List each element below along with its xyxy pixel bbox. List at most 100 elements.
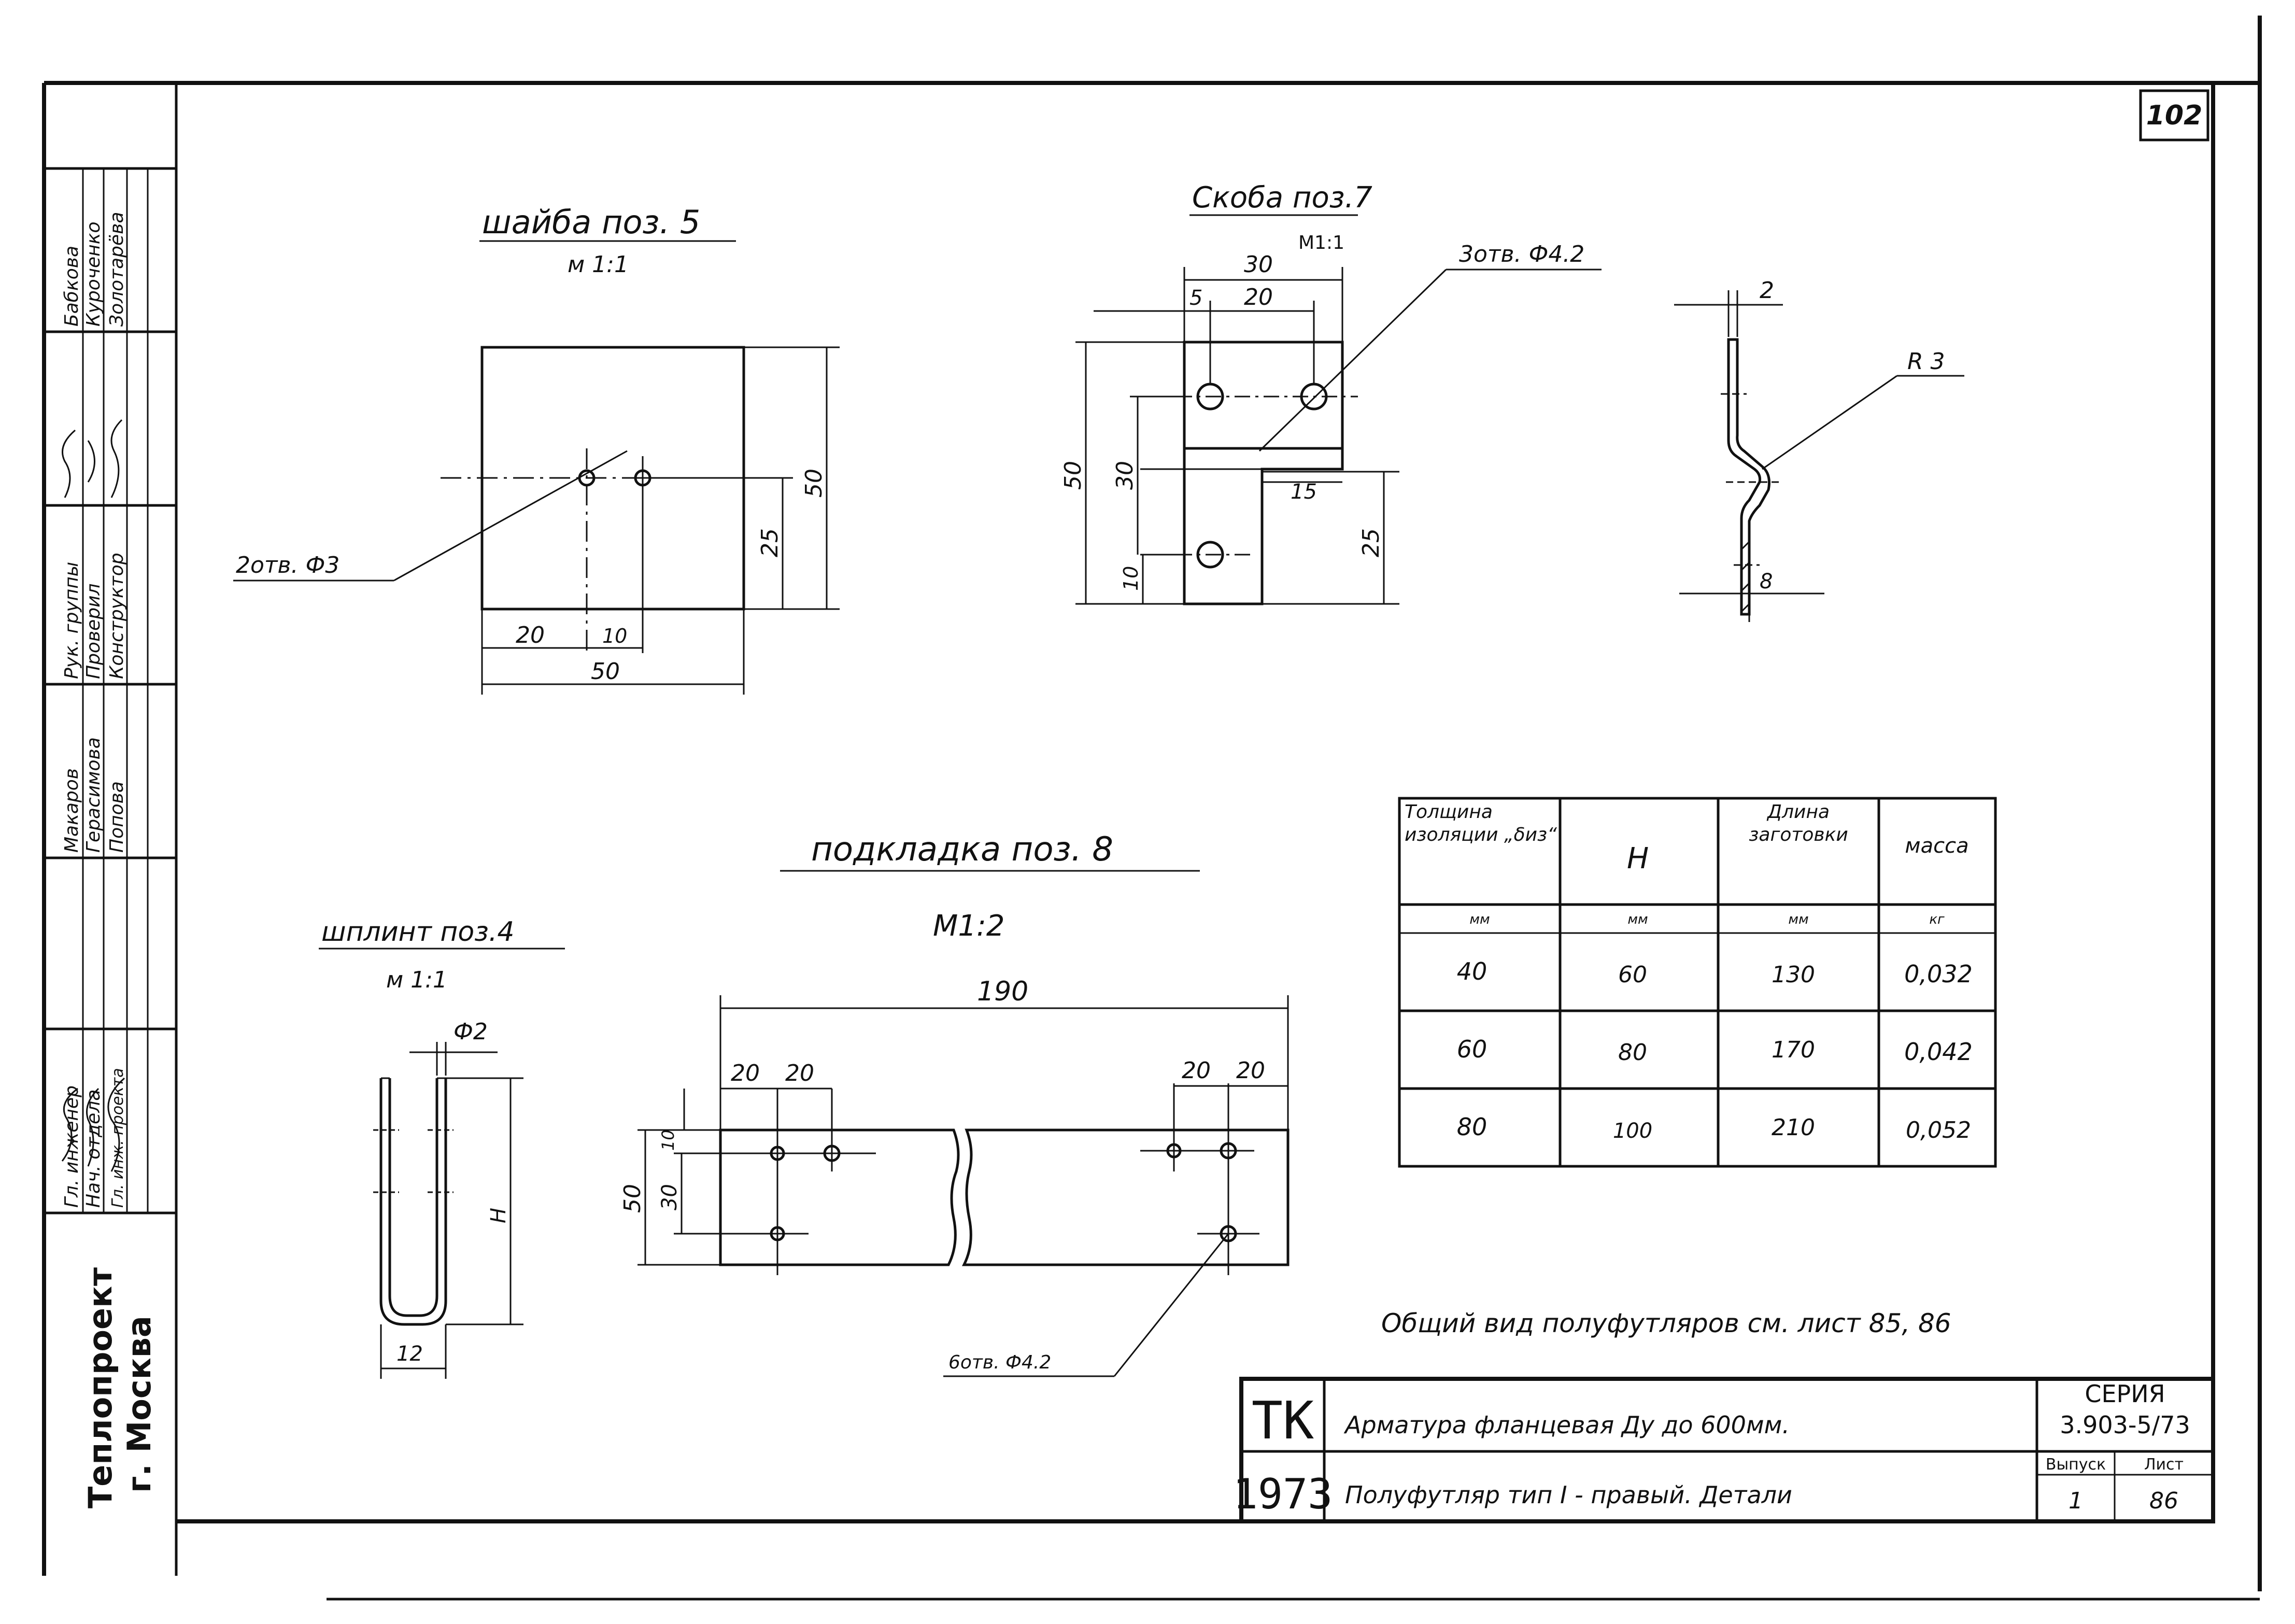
sheet-number: 102 [2146, 100, 2203, 131]
stamp-role-5: Проверил [83, 583, 104, 679]
pin-dim-h: Н [487, 1208, 511, 1223]
stamp-name-3: Попова [106, 781, 128, 853]
washer-holes-label: 2отв. Ф3 [236, 552, 339, 578]
pad-dim-length: 190 [977, 976, 1028, 1007]
table-header-length: Длина заготовки [1749, 801, 1848, 845]
table-cell: 60 [1618, 962, 1647, 988]
washer-title: шайба поз. 5 [482, 203, 700, 241]
pin-body [379, 1078, 447, 1326]
table-header-mass: масса [1905, 834, 1968, 858]
bracket-hole [1196, 383, 1224, 411]
table-header-thickness: Толщина изоляции „δиз“ [1405, 801, 1557, 845]
title-year: 1973 [1233, 1470, 1333, 1518]
org-name: Теплопроект [81, 1267, 119, 1508]
general-note: Общий вид полуфутляров см. лист 85, 86 [1381, 1308, 1951, 1338]
stamp-name-6: Золотарёва [106, 212, 128, 327]
pad-body-right [961, 1128, 1290, 1266]
bracket-dim-height: 50 [1060, 461, 1086, 490]
sheet-value: 86 [2149, 1488, 2178, 1514]
stamp-name-2: Герасимова [83, 737, 104, 853]
table-cell: 210 [1772, 1114, 1815, 1141]
table-cell: 80 [1457, 1113, 1488, 1141]
series-value: 3.903-5/73 [2060, 1411, 2190, 1439]
pin-dim-dia: Ф2 [454, 1019, 488, 1045]
table-cell: 40 [1457, 957, 1488, 985]
bracket-dim-bottom: 10 [1120, 566, 1142, 591]
pad-dim-inner: 30 [658, 1184, 682, 1210]
pad-dim-right-2: 20 [1236, 1057, 1265, 1084]
pad-dim-height: 50 [619, 1184, 646, 1213]
table-cell: 0,042 [1904, 1038, 1973, 1066]
pin-title: шплинт поз.4 [321, 916, 515, 948]
title-line2: Полуфутляр тип I - правый. Детали [1345, 1481, 1792, 1509]
sheet-number-box: 102 [2139, 89, 2209, 142]
pin-dim-width: 12 [396, 1342, 423, 1366]
stamp-name-1: Макаров [61, 768, 82, 853]
washer-dim-half: 25 [757, 528, 783, 557]
pad-dim-right-1: 20 [1182, 1057, 1211, 1084]
profile-dim-thickness: 2 [1760, 277, 1774, 304]
series-label: СЕРИЯ [2085, 1380, 2165, 1408]
signature-scribble [62, 419, 123, 498]
pad-scale: М1:2 [933, 909, 1004, 943]
pin-scale: м 1:1 [386, 967, 447, 993]
title-line1: Арматура фланцевая Ду до 600мм. [1343, 1411, 1790, 1439]
pin-drawing: шплинт поз.4 м 1:1 Ф2 Н 12 [319, 916, 565, 1379]
profile-dim-offset: 8 [1760, 570, 1773, 594]
bracket-scale: М1:1 [1298, 232, 1344, 253]
table-cell: 100 [1613, 1119, 1652, 1143]
pad-body-left [719, 1128, 960, 1266]
issue-label: Выпуск [2046, 1456, 2106, 1474]
data-table: Толщина изоляции „δиз“ Н Длина заготовки… [1398, 797, 1997, 1168]
pad-dim-top: 10 [658, 1129, 678, 1151]
table-cell: 170 [1772, 1037, 1815, 1063]
pad-drawing: подкладка поз. 8 М1:2 190 20 20 20 20 [619, 830, 1290, 1377]
bracket-dim-tab-w: 15 [1291, 480, 1317, 504]
washer-scale: м 1:1 [568, 251, 629, 278]
pad-dim-left-1: 20 [731, 1060, 760, 1086]
pad-title: подкладка поз. 8 [811, 830, 1113, 869]
bracket-dim-total-w: 30 [1244, 251, 1273, 278]
bracket-dim-pitch: 20 [1244, 284, 1273, 310]
bracket-title: Скоба поз.7 [1192, 181, 1372, 215]
pad-holes-label: 6отв. Ф4.2 [948, 1352, 1051, 1373]
stamp-name-5: Куроченко [83, 222, 104, 327]
washer-dim-width: 50 [591, 658, 620, 685]
bracket-body [1183, 341, 1344, 605]
washer-dim-left: 20 [516, 622, 545, 648]
table-cell: 0,052 [1906, 1117, 1971, 1143]
stamp-name-4: Бабкова [61, 246, 82, 327]
bracket-dim-tab-h: 25 [1358, 528, 1384, 557]
sheet-frame [42, 16, 2262, 1601]
table-cell: 60 [1457, 1035, 1488, 1063]
pad-dim-left-2: 20 [785, 1060, 814, 1086]
bracket-profile-drawing: 2 R 3 8 [1674, 277, 1964, 622]
stamp-role-4: Рук. группы [61, 562, 82, 679]
title-tk: ТК [1252, 1390, 1314, 1451]
table-unit: мм [1788, 912, 1808, 927]
title-block: ТК 1973 Арматура фланцевая Ду до 600мм. … [1233, 1377, 2215, 1523]
washer-dim-pitch: 10 [602, 625, 627, 647]
bracket-dim-edge: 5 [1189, 286, 1202, 310]
table-unit: кг [1929, 912, 1945, 927]
washer-dim-height: 50 [801, 469, 827, 498]
bracket-hole [1300, 383, 1328, 411]
bracket-dim-inner: 30 [1112, 461, 1138, 490]
washer-drawing: шайба поз. 5 м 1:1 2отв. Ф3 50 25 20 10 … [233, 203, 840, 695]
signature-scribble [61, 1077, 125, 1172]
left-stamp: Гл. инженер Нач. отдела Гл. инж. проекта… [44, 167, 176, 1508]
bracket-hole [1196, 541, 1224, 569]
sheet-label: Лист [2144, 1456, 2184, 1474]
table-cell: 130 [1772, 962, 1815, 988]
table-cell: 0,032 [1904, 960, 1973, 988]
profile-radius: R 3 [1907, 348, 1945, 375]
table-unit: мм [1627, 912, 1648, 927]
stamp-role-6: Конструктор [106, 553, 128, 679]
org-city: г. Москва [120, 1316, 158, 1493]
bracket-holes-label: 3отв. Ф4.2 [1459, 241, 1584, 267]
table-header-h: Н [1627, 842, 1649, 875]
bracket-drawing: Скоба поз.7 М1:1 3отв. Ф4.2 30 5 20 50 [1060, 181, 1602, 605]
table-unit: мм [1469, 912, 1490, 927]
stamp-role-3: Гл. инж. проекта [109, 1068, 127, 1208]
